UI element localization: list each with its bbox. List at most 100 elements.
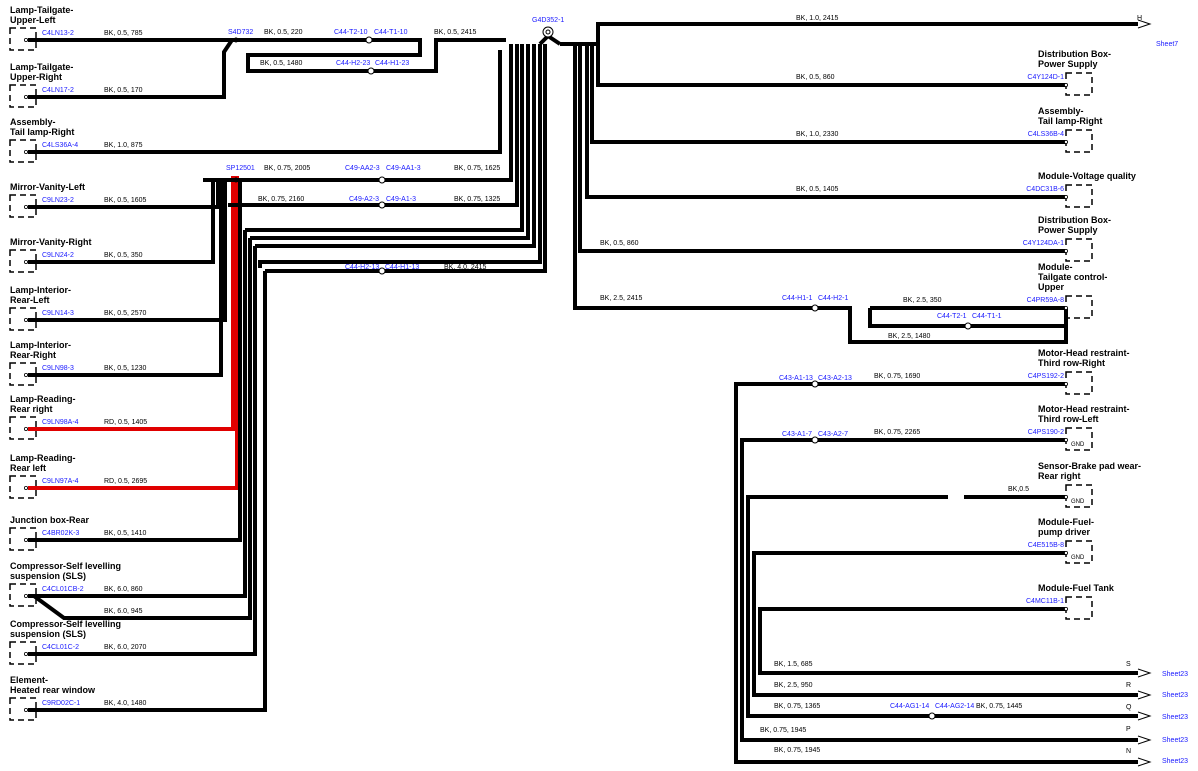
right-components: Distribution Box-Power SupplyC4Y124D-1BK… — [600, 49, 1141, 620]
wire-label: BK, 6.0, 860 — [104, 586, 143, 593]
offsheet-h-sheet[interactable]: Sheet7 — [1156, 41, 1178, 48]
label-c44-h2-13: C44-H2-13 — [345, 264, 379, 271]
label-c49-a1-3: C49-A1-3 — [386, 196, 416, 203]
label-c44-t2-1: C44-T2-1 — [937, 313, 967, 320]
component-name-line2: Rear right — [10, 404, 53, 414]
offsheet-q-sheet[interactable]: Sheet23 — [1162, 714, 1188, 721]
component-sensor-brake-pad[interactable]: Sensor-Brake pad wear-Rear rightBK,0.5GN… — [1008, 461, 1141, 508]
offsheet-arrow-n-icon — [1137, 757, 1152, 767]
wire-label: BK, 0.5, 1410 — [104, 530, 147, 537]
connector-label: C4LN13-2 — [42, 30, 74, 37]
label-c44-ag1-14: C44-AG1-14 — [890, 703, 929, 710]
wire-label-2160: BK, 0.75, 2160 — [258, 196, 304, 203]
label-c49-aa2-3: C49-AA2-3 — [345, 165, 380, 172]
label-c44-h2-1: C44-H2-1 — [818, 295, 848, 302]
wire-label-h: BK, 1.0, 2415 — [796, 15, 839, 22]
component-name-line1: Module-Fuel- — [1038, 517, 1094, 527]
wire-label: BK, 0.5, 1605 — [104, 197, 147, 204]
component-name: Element- — [10, 675, 48, 685]
label-c44-h1-1: C44-H1-1 — [782, 295, 812, 302]
label-c44-ag2-14: C44-AG2-14 — [935, 703, 974, 710]
component-name-line2: Rear-Left — [10, 295, 50, 305]
wire-label: BK, 0.5, 1230 — [104, 365, 147, 372]
component-name: Compressor-Self levelling — [10, 561, 121, 571]
offsheet-arrow-p-icon — [1137, 735, 1152, 745]
component-name-line1: Module-Fuel Tank — [1038, 583, 1115, 593]
wire-label-2415: BK, 0.5, 2415 — [434, 29, 477, 36]
connector-label: C4PS190-2 — [1028, 429, 1064, 436]
connector-label: C4Y124D-1 — [1027, 74, 1064, 81]
component-name-line2: Tail lamp-Right — [1038, 116, 1102, 126]
offsheet-arrow-h-icon — [1137, 19, 1152, 29]
connector-label: C9RD02C-1 — [42, 700, 80, 707]
component-name-line2: Third row-Left — [1038, 414, 1099, 424]
offsheet-s: S — [1126, 661, 1131, 668]
component-motor-head-restraint-right[interactable]: Motor-Head restraint-Third row-RightC4PS… — [874, 348, 1130, 395]
offsheet-r: R — [1126, 682, 1131, 689]
offsheet-arrow-q-icon — [1137, 711, 1152, 721]
connector-c49-a2-3 — [378, 201, 386, 209]
label-c43-a2-7: C43-A2-7 — [818, 431, 848, 438]
offsheet-p-sheet[interactable]: Sheet23 — [1162, 737, 1188, 744]
wire-label-q1: BK, 0.75, 1365 — [774, 703, 820, 710]
component-name-line2: Rear left — [10, 463, 46, 473]
offsheet-h: H — [1137, 15, 1142, 22]
component-distribution-box-1[interactable]: Distribution Box-Power SupplyC4Y124D-1BK… — [796, 49, 1111, 96]
component-name: Lamp-Tailgate- — [10, 5, 73, 15]
component-module-tailgate-control[interactable]: Module-Tailgate control-UpperC4PR59A-8BK… — [903, 262, 1107, 319]
component-name-line2: suspension (SLS) — [10, 571, 86, 581]
offsheet-n: N — [1126, 748, 1131, 755]
offsheet-arrow-s-icon — [1137, 668, 1152, 678]
gnd-label: GND — [1071, 555, 1085, 561]
connector-c44-ag1-14 — [928, 712, 936, 720]
wire-label-p: BK, 0.75, 1945 — [760, 727, 806, 734]
label-c44-t1-10: C44-T1-10 — [374, 29, 408, 36]
label-c43-a1-7: C43-A1-7 — [782, 431, 812, 438]
connector-label: C4Y124DA-1 — [1023, 240, 1064, 247]
wire-label-1325: BK, 0.75, 1325 — [454, 196, 500, 203]
component-name-line2: Heated rear window — [10, 685, 96, 695]
wire-label-40-2415: BK, 4.0, 2415 — [444, 264, 487, 271]
wire-label-s: BK, 1.5, 685 — [774, 661, 813, 668]
ground-symbol-icon — [542, 26, 554, 38]
label-c44-t2-10: C44-T2-10 — [334, 29, 368, 36]
label-c43-a2-13: C43-A2-13 — [818, 375, 852, 382]
connector-c49-aa2-3 — [378, 176, 386, 184]
wire-label-q2: BK, 0.75, 1445 — [976, 703, 1022, 710]
component-name: Mirror-Vanity-Right — [10, 237, 92, 247]
offsheet-n-sheet[interactable]: Sheet23 — [1162, 758, 1188, 765]
wire-label-2: BK, 6.0, 945 — [104, 608, 143, 615]
red-wires — [28, 176, 239, 490]
component-name-line1: Distribution Box- — [1038, 49, 1111, 59]
offsheet-s-sheet[interactable]: Sheet23 — [1162, 671, 1188, 678]
connector-label: C4BR02K-3 — [42, 530, 79, 537]
connector-label: C4LN17-2 — [42, 87, 74, 94]
connector-c43-a1-7 — [811, 436, 819, 444]
component-name-line1: Motor-Head restraint- — [1038, 348, 1130, 358]
component-distribution-box-2[interactable]: Distribution Box-Power SupplyC4Y124DA-1B… — [600, 215, 1111, 262]
offsheet-r-sheet[interactable]: Sheet23 — [1162, 692, 1188, 699]
wire-label: RD, 0.5, 1405 — [104, 419, 147, 426]
component-motor-head-restraint-left[interactable]: Motor-Head restraint-Third row-LeftC4PS1… — [874, 404, 1130, 451]
component-name: Lamp-Interior- — [10, 285, 71, 295]
component-name: Mirror-Vanity-Left — [10, 182, 85, 192]
label-c43-a1-13: C43-A1-13 — [779, 375, 813, 382]
connector-c44-h2-23 — [367, 67, 375, 75]
